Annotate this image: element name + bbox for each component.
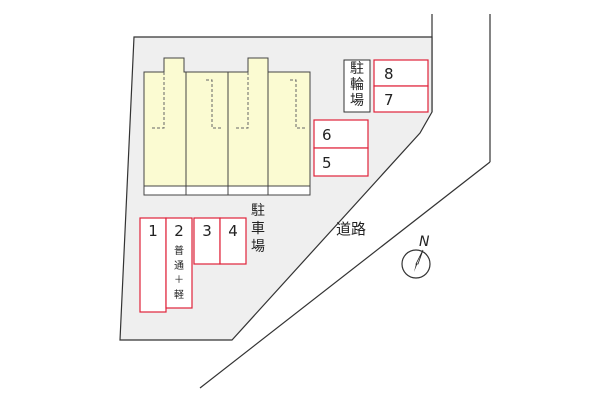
parking-label-3: 場 bbox=[251, 239, 265, 255]
bicycle-parking-area bbox=[343, 59, 371, 113]
space-8-number: 8 bbox=[384, 65, 394, 83]
parking-space-7 bbox=[373, 85, 429, 113]
space-6-number: 6 bbox=[322, 126, 332, 144]
space-2-note-2: 通 bbox=[174, 260, 184, 272]
road-label: 道路 bbox=[336, 220, 366, 238]
space-2-number: 2 bbox=[174, 222, 184, 240]
space-7-number: 7 bbox=[384, 91, 394, 109]
bicycle-parking-label-3: 場 bbox=[350, 93, 364, 109]
north-compass-icon bbox=[401, 249, 431, 279]
parking-space-8 bbox=[373, 59, 429, 87]
space-4-number: 4 bbox=[228, 222, 238, 240]
bicycle-parking-label-1: 駐 bbox=[350, 61, 364, 77]
space-5-number: 5 bbox=[322, 154, 332, 172]
parking-space-6 bbox=[313, 119, 369, 149]
parking-space-5 bbox=[313, 147, 369, 177]
parking-label-1: 駐 bbox=[251, 203, 265, 219]
apartment-building bbox=[143, 57, 311, 196]
parking-space-2 bbox=[165, 217, 193, 309]
space-3-number: 3 bbox=[202, 222, 212, 240]
north-label: N bbox=[419, 234, 430, 250]
space-2-note-3: ＋ bbox=[174, 275, 184, 286]
parking-space-1 bbox=[139, 217, 167, 313]
bicycle-parking-label-2: 輪 bbox=[350, 76, 364, 93]
space-1-number: 1 bbox=[148, 222, 158, 240]
parking-label-2: 車 bbox=[251, 220, 265, 237]
space-2-note-1: 普 bbox=[174, 244, 184, 257]
parking-space-4 bbox=[219, 217, 247, 265]
road-edge-diagonal bbox=[199, 161, 491, 389]
space-2-note-4: 軽 bbox=[174, 289, 184, 301]
